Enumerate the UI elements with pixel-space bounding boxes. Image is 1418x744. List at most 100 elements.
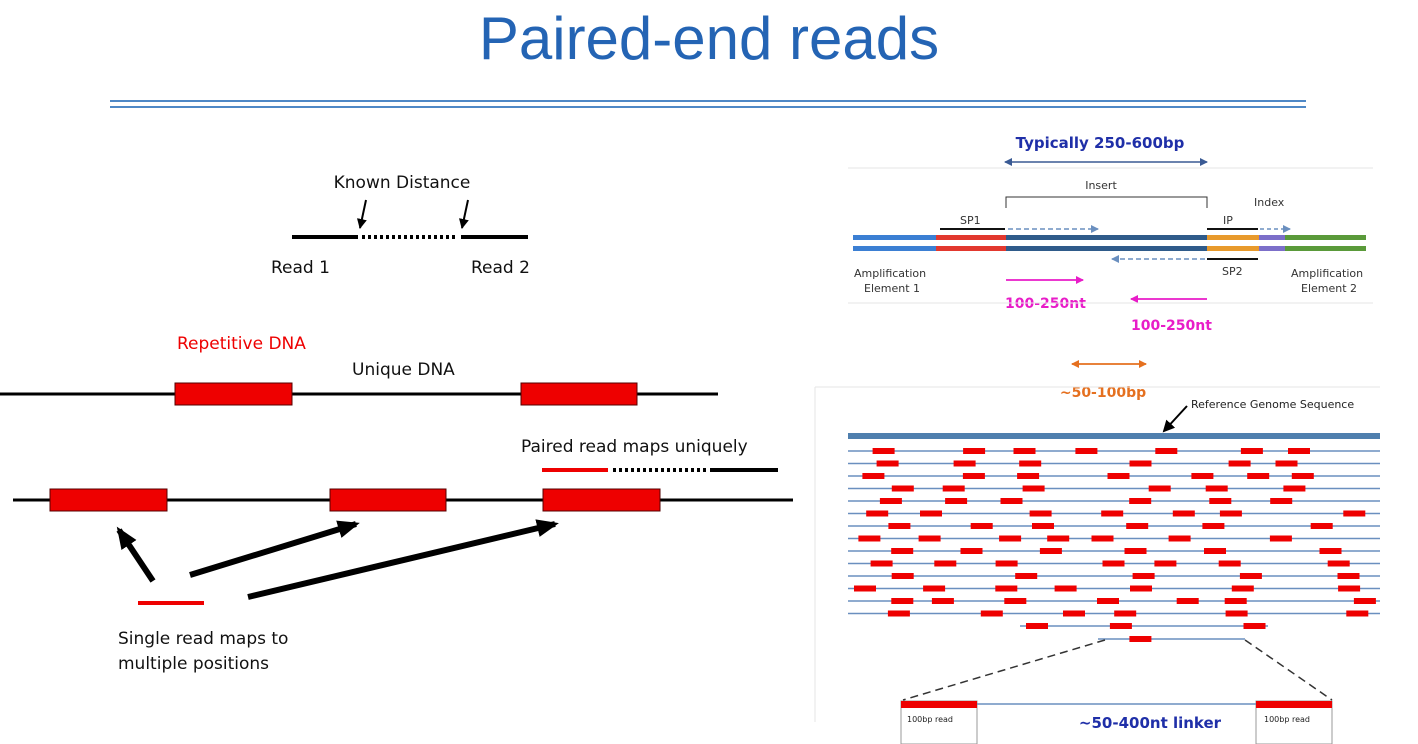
read-block	[1240, 448, 1263, 454]
read-block	[934, 560, 957, 567]
read-block	[963, 448, 986, 454]
repeat-block	[49, 488, 168, 512]
read-block	[1275, 460, 1298, 467]
read-block	[1129, 636, 1152, 642]
paired-read-label: Paired read maps uniquely	[521, 437, 748, 457]
read-block	[953, 460, 976, 467]
mapping-arrow	[247, 519, 559, 600]
read-block	[1154, 560, 1177, 567]
read-block	[1000, 498, 1023, 504]
linker-label: ~50-400nt linker	[1079, 714, 1222, 732]
sp1-strand-top	[936, 235, 1006, 240]
read-block	[1130, 585, 1152, 592]
read-block	[1124, 548, 1147, 554]
read-block	[888, 523, 911, 529]
typical-size-label: Typically 250-600bp	[1016, 134, 1185, 152]
read-block	[1225, 610, 1248, 617]
repetitive-dna-label: Repetitive DNA	[177, 334, 306, 354]
read-block	[1310, 523, 1333, 529]
repeat-block	[329, 488, 447, 512]
known-distance-label: Known Distance	[334, 173, 471, 193]
read-block	[923, 585, 946, 592]
read2-label: Read 2	[471, 258, 530, 278]
read-block	[980, 610, 1003, 617]
read-block	[1204, 548, 1226, 554]
read-block	[1015, 573, 1038, 579]
read-block	[866, 510, 889, 517]
read-block	[1228, 460, 1251, 467]
read-block	[872, 448, 895, 454]
read-block	[945, 498, 968, 504]
read-block	[1132, 573, 1155, 579]
read1-length-label: 100-250nt	[1005, 296, 1086, 312]
single-read-label-line1: Single read maps to	[118, 629, 288, 649]
read-block	[1029, 510, 1052, 517]
read-box-right	[1255, 700, 1333, 744]
known-distance-arrow-left	[356, 199, 367, 229]
read-block	[920, 510, 942, 517]
mapping-arrow	[116, 526, 156, 583]
read-block	[870, 560, 893, 567]
ip-strand-top	[1207, 235, 1259, 240]
ip-label: IP	[1223, 214, 1233, 227]
insert-strand-bottom	[1006, 246, 1207, 251]
read-block	[891, 598, 914, 604]
reference-genome-arrow	[1162, 405, 1188, 433]
reference-genome-bar	[848, 433, 1380, 439]
read-block	[1337, 573, 1360, 579]
read-block	[962, 473, 985, 479]
read-block	[862, 473, 885, 479]
read-block	[876, 460, 899, 467]
read-block	[995, 560, 1018, 567]
read-block	[1224, 598, 1247, 604]
read-block	[1109, 623, 1132, 629]
insert-strand-top	[1006, 235, 1207, 240]
read-block	[1047, 535, 1070, 542]
insert-bracket	[1005, 196, 1208, 208]
read-block	[1243, 623, 1266, 629]
title-divider-bottom	[110, 106, 1306, 108]
read-block	[1205, 485, 1228, 492]
read-block	[942, 485, 965, 492]
read-block	[1338, 585, 1361, 592]
read-block	[1191, 473, 1214, 479]
amp1-label-line2: Element 1	[864, 282, 920, 295]
ip-strand-bottom	[1207, 246, 1259, 251]
index-strand-bottom	[1259, 246, 1285, 251]
read-block	[1126, 523, 1149, 529]
read-block	[1219, 510, 1242, 517]
read-block	[1129, 460, 1152, 467]
read-block	[1288, 448, 1310, 454]
fragment-size-label: ~50-100bp	[1060, 385, 1146, 401]
unique-dna-label: Unique DNA	[352, 360, 455, 380]
read-block	[858, 535, 881, 542]
read-block	[1032, 523, 1054, 529]
read-block	[999, 535, 1022, 542]
read-box-right-label: 100bp read	[1264, 715, 1310, 724]
read-block	[854, 585, 876, 592]
mapping-arrow	[189, 520, 360, 578]
read-block	[1063, 610, 1085, 617]
read-block	[970, 523, 993, 529]
amp1-strand-top	[853, 235, 937, 240]
repeat-block	[174, 382, 293, 406]
read-block	[1075, 448, 1098, 454]
read-block	[1291, 473, 1314, 479]
amp1-label-line1: Amplification	[854, 267, 926, 280]
read-block	[1013, 448, 1036, 454]
sp2-label: SP2	[1222, 265, 1243, 278]
read-block	[1247, 473, 1270, 479]
read-block	[1039, 548, 1062, 554]
index-strand-top	[1259, 235, 1285, 240]
read-block	[1107, 473, 1130, 479]
page-title: Paired-end reads	[478, 5, 940, 72]
zoom-line-left	[902, 639, 1106, 701]
read-block	[995, 585, 1018, 592]
reference-genome-label: Reference Genome Sequence	[1191, 398, 1354, 411]
read-block	[1346, 610, 1369, 617]
read-block	[887, 610, 910, 617]
read-block	[1004, 598, 1027, 604]
repeat-block	[520, 382, 638, 406]
read-block	[1209, 498, 1232, 504]
zoom-line-right	[1244, 639, 1333, 701]
